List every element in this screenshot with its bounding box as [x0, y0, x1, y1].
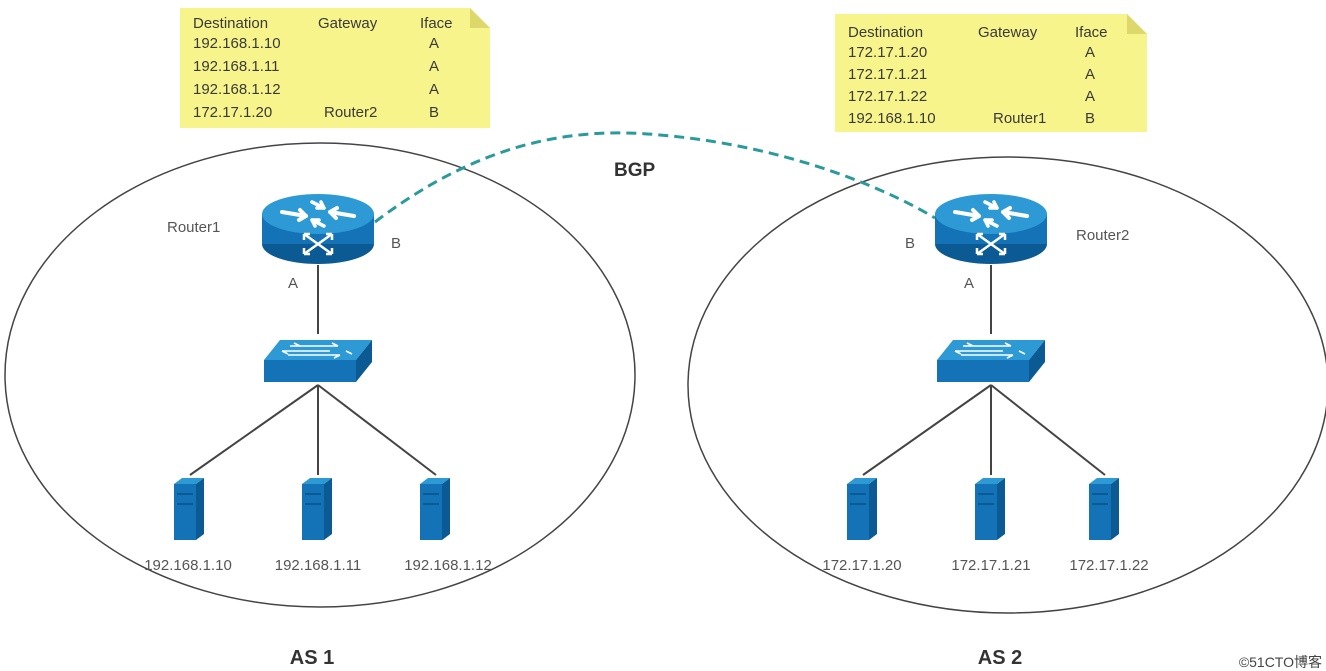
router2-table-note-fold [1127, 14, 1147, 34]
router1-row2-destination: 192.168.1.11 [193, 58, 279, 75]
as1-switch-icon[interactable] [263, 339, 373, 383]
router2-iface-a: A [964, 275, 974, 292]
as1-host3-server-icon[interactable] [419, 477, 451, 541]
router2-row1-iface: A [1085, 44, 1095, 61]
router1-table-header-gateway: Gateway [318, 15, 378, 32]
as1-switch-host1-link [189, 384, 319, 476]
router1-routing-table: Destination Gateway Iface 192.168.1.10 A… [180, 8, 490, 128]
router2-row4-iface: B [1085, 110, 1095, 127]
as2-switch-host3-link [990, 384, 1106, 476]
as1-boundary [4, 142, 636, 608]
router1-icon[interactable] [260, 192, 376, 266]
router2-iface-b: B [905, 235, 915, 252]
router2-routing-table: Destination Gateway Iface 172.17.1.20 A … [835, 14, 1147, 132]
router1-row4-destination: 172.17.1.20 [193, 104, 272, 121]
router2-row2-iface: A [1085, 66, 1095, 83]
as1-host1-server-icon[interactable] [173, 477, 205, 541]
router1-table-note [180, 8, 490, 128]
router1-iface-a: A [288, 275, 298, 292]
router2-name: Router2 [1076, 227, 1129, 244]
watermark: ©51CTO博客 [1239, 654, 1322, 670]
router2-row1-destination: 172.17.1.20 [848, 44, 927, 61]
router1-row4-iface: B [429, 104, 439, 121]
router1-table-header-iface: Iface [420, 15, 453, 32]
as2-label: AS 2 [978, 647, 1022, 669]
as1-host2-server-icon[interactable] [301, 477, 333, 541]
router1-name: Router1 [167, 219, 220, 236]
bgp-link [374, 131, 936, 224]
as2-switch-host1-link [862, 384, 992, 476]
router2-row3-iface: A [1085, 88, 1095, 105]
router1-row1-destination: 192.168.1.10 [193, 35, 281, 52]
router2-table-header-destination: Destination [848, 24, 923, 41]
router2-row3-destination: 172.17.1.22 [848, 88, 927, 105]
as2-boundary [687, 156, 1326, 614]
router2-table-header-gateway: Gateway [978, 24, 1038, 41]
router1-row3-destination: 192.168.1.12 [193, 81, 281, 98]
as2-host1-server-icon[interactable] [846, 477, 878, 541]
as2-host3-ip: 172.17.1.22 [1069, 557, 1148, 574]
router2-table-header-iface: Iface [1075, 24, 1108, 41]
router2-row4-destination: 192.168.1.10 [848, 110, 936, 127]
as1-host1-ip: 192.168.1.10 [144, 557, 232, 574]
router1-iface-b: B [391, 235, 401, 252]
bgp-label: BGP [614, 160, 656, 181]
as1-host3-ip: 192.168.1.12 [404, 557, 492, 574]
router2-table-note [835, 14, 1147, 132]
as2-host2-server-icon[interactable] [974, 477, 1006, 541]
router1-row1-iface: A [429, 35, 439, 52]
router1-table-note-fold [470, 8, 490, 28]
as1-switch-host3-link [317, 384, 437, 476]
router1-row2-iface: A [429, 58, 439, 75]
as1-host2-ip: 192.168.1.11 [275, 557, 361, 574]
as2-host2-ip: 172.17.1.21 [951, 557, 1030, 574]
router2-row2-destination: 172.17.1.21 [848, 66, 927, 83]
router1-table-header-destination: Destination [193, 15, 268, 32]
as2-host3-server-icon[interactable] [1088, 477, 1120, 541]
as1-label: AS 1 [290, 647, 334, 669]
as2-switch-icon[interactable] [936, 339, 1046, 383]
router2-icon[interactable] [933, 192, 1049, 266]
as2-host1-ip: 172.17.1.20 [822, 557, 901, 574]
router1-row4-gateway: Router2 [324, 104, 377, 121]
router2-row4-gateway: Router1 [993, 110, 1046, 127]
router1-row3-iface: A [429, 81, 439, 98]
